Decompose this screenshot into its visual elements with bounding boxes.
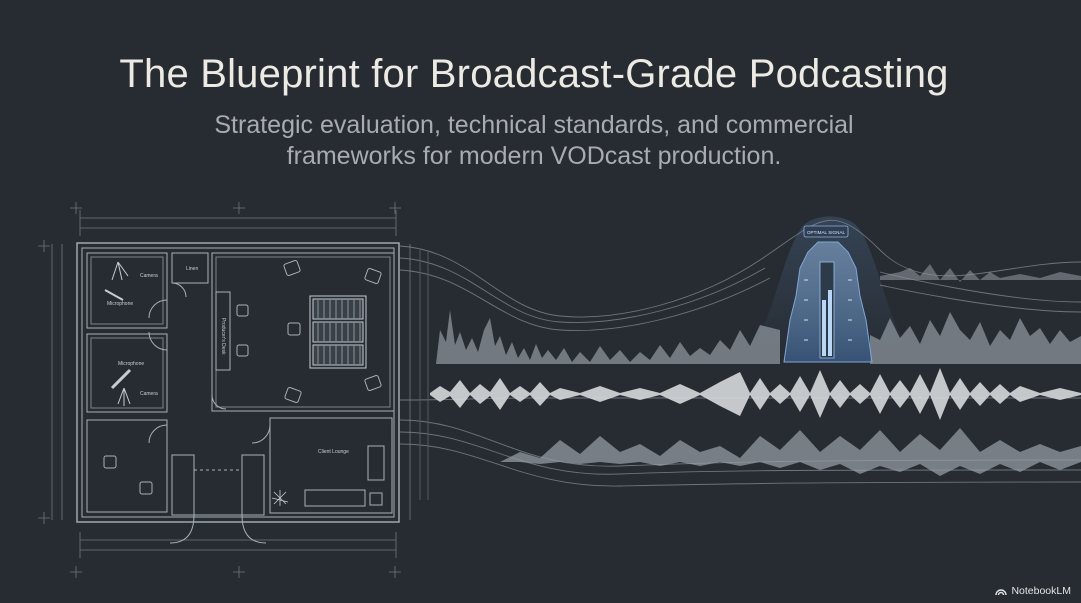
mixing-console-graphic [309,295,367,369]
optimal-signal-peak: OPTIMAL SIGNAL [740,216,920,363]
upper-waveform [436,310,780,364]
dimension-lines [38,202,411,578]
middle-waveform [430,368,1081,420]
subtitle-line-2: frameworks for modern VODcast production… [286,142,782,170]
label-camera-mid: Camera [140,391,158,397]
subtitle-line-1: Strategic evaluation, technical standard… [214,111,854,139]
floor-plan-labels: Camera Linen Microphone Microphone Camer… [107,266,349,455]
floor-plan [38,202,411,578]
label-microphone-mid: Microphone [118,361,144,367]
lower-waveform [500,428,1081,476]
label-linen: Linen [186,266,198,272]
label-microphone-top: Microphone [107,301,133,307]
label-client-lounge: Client Lounge [318,449,349,455]
watermark-brand: NotebookLM [1011,585,1071,597]
slide-subtitle: Strategic evaluation, technical standard… [0,110,1068,172]
label-camera-top: Camera [140,273,158,279]
notebooklm-watermark: NotebookLM [995,585,1071,597]
label-producer-desk: Producer's Desk [220,318,226,355]
signal-flow-graphic: OPTIMAL SIGNAL [399,216,1081,500]
optimal-signal-label: OPTIMAL SIGNAL [807,230,846,235]
notebooklm-logo-icon [995,589,1008,596]
slide-title: The Blueprint for Broadcast-Grade Podcas… [119,52,949,96]
